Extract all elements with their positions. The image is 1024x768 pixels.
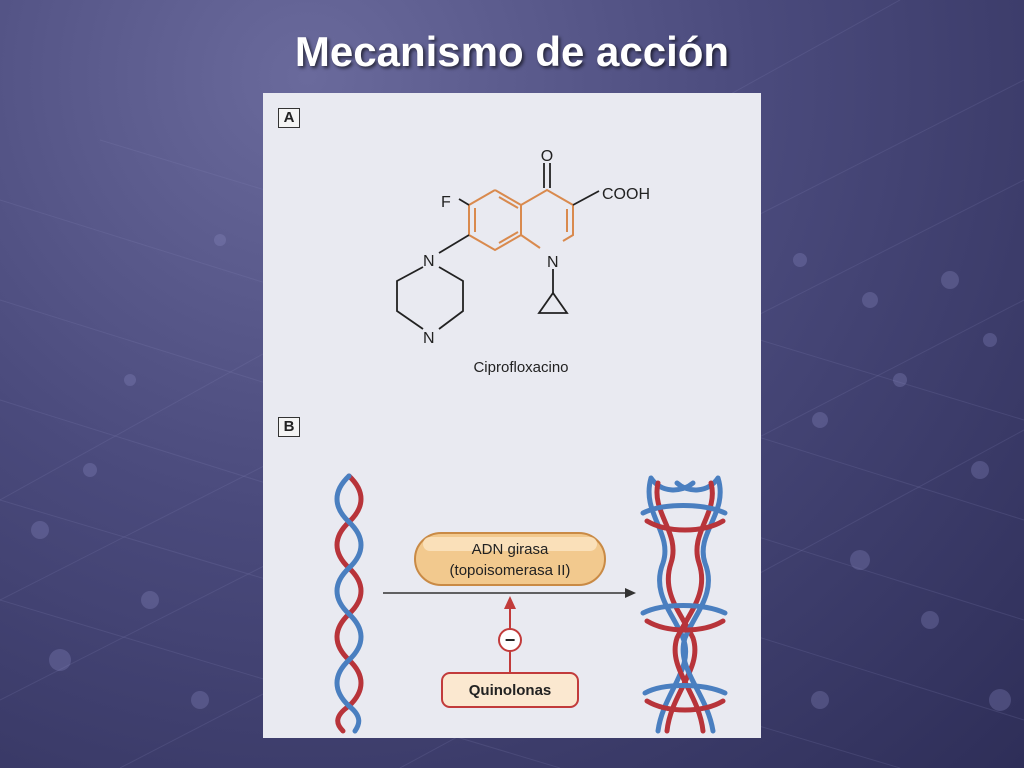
quinolones-box: Quinolonas [441,672,579,708]
relaxed-dna-helix [334,473,364,734]
supercoiled-dna [640,475,728,734]
slide-title: Mecanismo de acción [294,28,730,75]
quinolones-label: Quinolonas [469,682,552,699]
inhibition-icon [498,628,522,652]
enzyme-name: ADN girasa [472,541,549,558]
ciprofloxacin-structure: O COOH F N N N Ciprofloxacino [396,148,650,376]
panel-b-label: B [278,417,300,437]
structure-bonds [396,163,600,330]
atom-oxygen: O [541,148,553,165]
inhibition-symbol: − [505,630,516,650]
dna-gyrase-pill: ADN girasa (topoisomerasa II) [414,532,606,586]
enzyme-subname: (topoisomerasa II) [450,562,571,579]
quinolone-core-rings [468,188,574,252]
atom-fluorine: F [441,194,451,211]
inhibition-arrow: − [498,596,522,673]
atom-cooh: COOH [602,186,650,203]
figure-drawing: O COOH F N N N Ciprofloxacino ADN girasa… [334,148,728,734]
atom-ring-nitrogen: N [547,254,559,271]
mechanism-figure: A B [263,93,761,738]
atom-piperazine-nitrogen-bottom: N [423,330,435,347]
reaction-arrow [383,588,636,598]
atom-piperazine-nitrogen-top: N [423,253,435,270]
panel-a-label: A [278,108,300,128]
compound-caption: Ciprofloxacino [473,359,568,376]
